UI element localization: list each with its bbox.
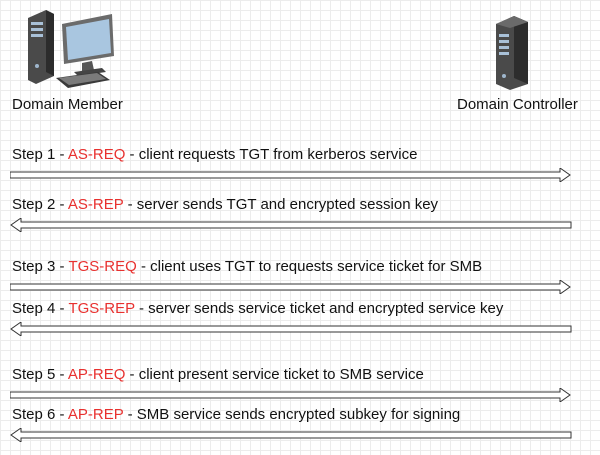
step-3: Step 3 - TGS-REQ - client uses TGT to re… bbox=[0, 258, 600, 298]
step-1-arrow-right bbox=[10, 168, 571, 182]
step-6-message: AP-REP bbox=[67, 406, 124, 423]
step-6-text: Step 6 - AP-REP - SMB service sends encr… bbox=[12, 406, 460, 424]
step-2-text: Step 2 - AS-REP - server sends TGT and e… bbox=[12, 196, 438, 214]
step-3-text: Step 3 - TGS-REQ - client uses TGT to re… bbox=[12, 258, 482, 276]
step-4-description: - server sends service ticket and encryp… bbox=[134, 300, 504, 317]
step-6-description: - SMB service sends encrypted subkey for… bbox=[123, 406, 461, 423]
step-5-text: Step 5 - AP-REQ - client present service… bbox=[12, 366, 424, 384]
step-3-prefix: Step 3 - bbox=[12, 258, 69, 275]
step-1-message: AS-REQ bbox=[67, 146, 126, 163]
domain-member-label: Domain Member bbox=[12, 96, 123, 113]
step-1-prefix: Step 1 - bbox=[12, 146, 68, 163]
step-6-prefix: Step 6 - bbox=[12, 406, 68, 423]
step-3-arrow-right bbox=[10, 280, 571, 294]
step-2-description: - server sends TGT and encrypted session… bbox=[123, 196, 439, 213]
step-4-prefix: Step 4 - bbox=[12, 300, 69, 317]
step-5-arrow-right bbox=[10, 388, 571, 402]
step-1-text: Step 1 - AS-REQ - client requests TGT fr… bbox=[12, 146, 417, 164]
step-1-description: - client requests TGT from kerberos serv… bbox=[125, 146, 418, 163]
server-tower-icon bbox=[496, 16, 528, 90]
domain-controller-label: Domain Controller bbox=[457, 96, 578, 113]
step-5-description: - client present service ticket to SMB s… bbox=[125, 366, 424, 383]
domain-member-node bbox=[26, 6, 126, 90]
step-2-arrow-left bbox=[10, 218, 572, 232]
domain-controller-node bbox=[492, 14, 532, 92]
step-4-arrow-left bbox=[10, 322, 572, 336]
step-6: Step 6 - AP-REP - SMB service sends encr… bbox=[0, 406, 600, 446]
workstation-icon bbox=[28, 10, 114, 88]
step-4-message: TGS-REP bbox=[68, 300, 135, 317]
step-2-message: AS-REP bbox=[67, 196, 124, 213]
step-4-text: Step 4 - TGS-REP - server sends service … bbox=[12, 300, 503, 318]
step-4: Step 4 - TGS-REP - server sends service … bbox=[0, 300, 600, 340]
step-5-message: AP-REQ bbox=[67, 366, 126, 383]
step-6-arrow-left bbox=[10, 428, 572, 442]
step-5-prefix: Step 5 - bbox=[12, 366, 68, 383]
step-3-description: - client uses TGT to requests service ti… bbox=[136, 258, 483, 275]
step-1: Step 1 - AS-REQ - client requests TGT fr… bbox=[0, 146, 600, 186]
step-3-message: TGS-REQ bbox=[68, 258, 137, 275]
step-2-prefix: Step 2 - bbox=[12, 196, 68, 213]
step-2: Step 2 - AS-REP - server sends TGT and e… bbox=[0, 196, 600, 236]
step-5: Step 5 - AP-REQ - client present service… bbox=[0, 366, 600, 406]
